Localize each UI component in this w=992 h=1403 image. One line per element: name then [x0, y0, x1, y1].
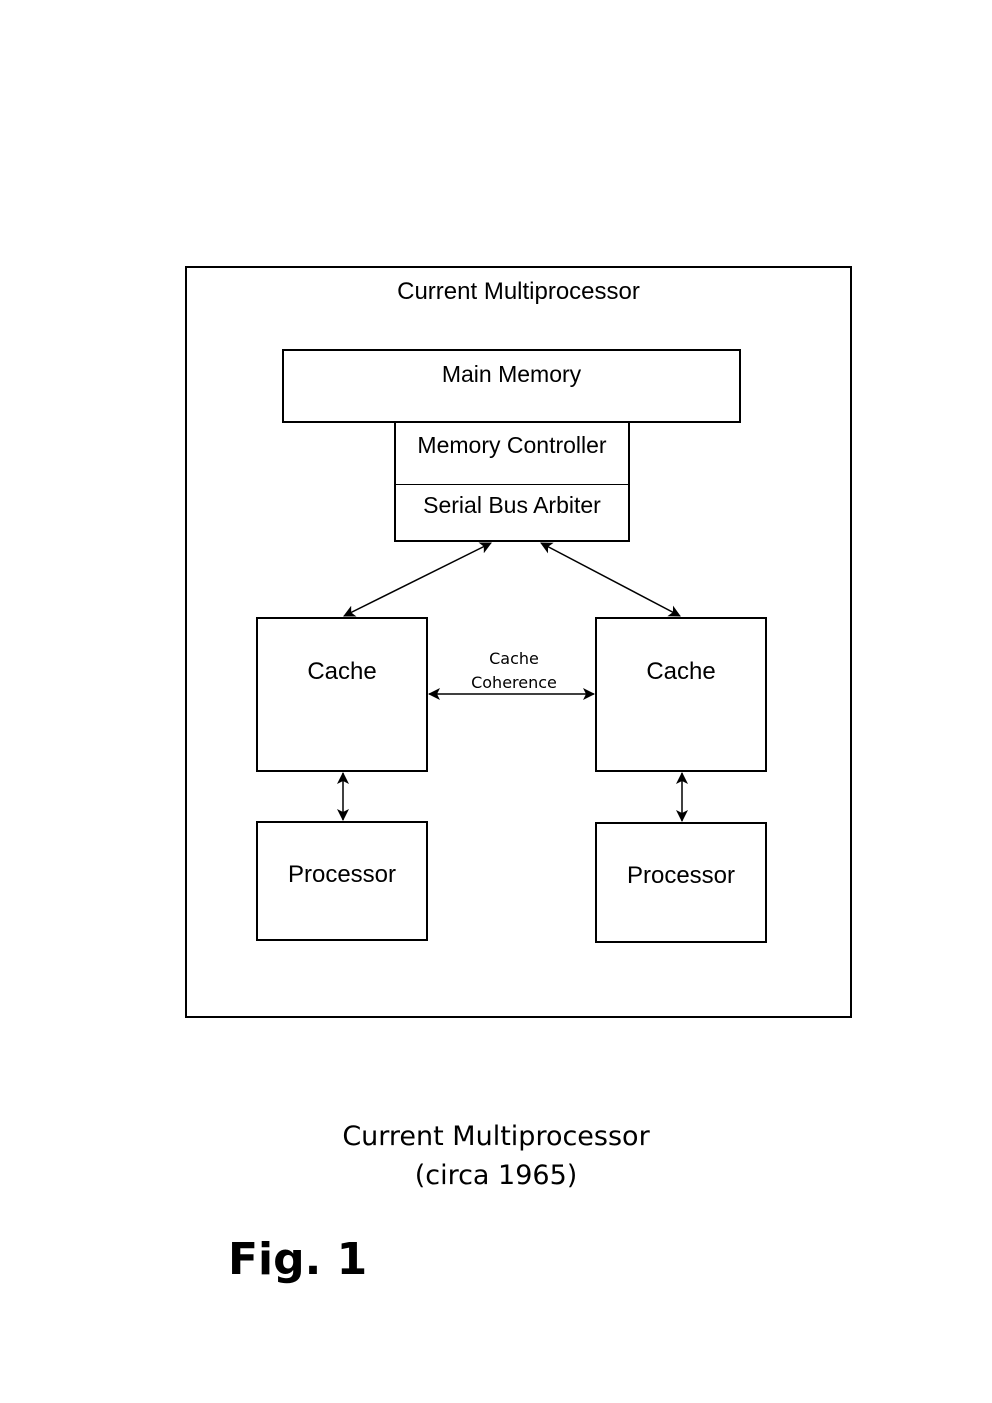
controller-divider [396, 484, 628, 485]
main-memory-label: Main Memory [441, 361, 582, 387]
processor-left-label: Processor [287, 861, 397, 888]
memory-controller-box: Memory Controller Serial Bus Arbiter [394, 421, 630, 542]
cache-coherence-line1: Cache [489, 649, 539, 668]
cache-right-label: Cache [646, 658, 716, 685]
serial-bus-arbiter-label: Serial Bus Arbiter [423, 492, 601, 518]
figure-caption: Current Multiprocessor (circa 1965) [240, 1117, 752, 1195]
cache-box-right: Cache [595, 617, 767, 772]
cache-box-left: Cache [256, 617, 428, 772]
cache-coherence-line2: Coherence [471, 673, 557, 692]
main-memory-box: Main Memory [282, 349, 741, 423]
processor-box-left: Processor [256, 821, 428, 941]
memory-controller-label: Memory Controller [417, 432, 607, 458]
caption-line2: (circa 1965) [414, 1160, 578, 1191]
processor-box-right: Processor [595, 822, 767, 943]
frame-title: Current Multiprocessor [397, 278, 640, 305]
figure-label: Fig. 1 [228, 1234, 368, 1285]
cache-left-label: Cache [307, 658, 377, 685]
cache-coherence-label: Cache Coherence [444, 647, 584, 695]
processor-right-label: Processor [626, 862, 736, 889]
caption-line1: Current Multiprocessor [342, 1121, 650, 1152]
